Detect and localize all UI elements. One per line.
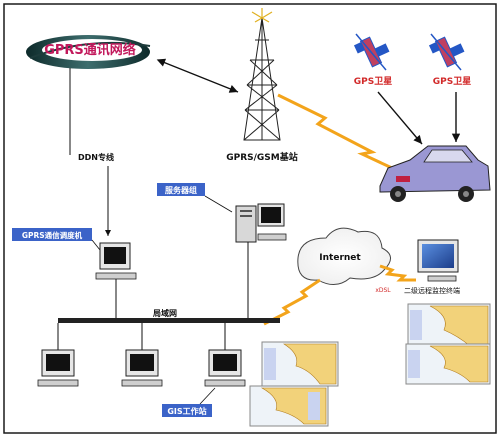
xdsl-label: xDSL <box>375 287 391 294</box>
remote-terminal-label: 二级远程监控终端 <box>404 286 460 295</box>
gprs-network-label: GPRS通讯网络 <box>44 42 136 58</box>
gis-workstation-2-icon <box>121 349 163 387</box>
gis-label-box <box>162 404 212 417</box>
gis-map-thumbnail-2 <box>249 385 329 427</box>
internet-remote-link <box>379 264 416 282</box>
gps-satellite-2-label: GPS卫星 <box>433 76 471 87</box>
remote-map-thumbnail-2 <box>405 343 491 385</box>
gprs-tower-link <box>156 58 239 93</box>
server-icon <box>235 203 287 243</box>
dispatch-label-leader <box>91 239 101 251</box>
gis-workstation-3-icon <box>204 349 246 387</box>
dispatch-label: GPRS通信调度机 <box>22 230 83 240</box>
gps-satellite-1-label: GPS卫星 <box>354 76 392 87</box>
remote-map-thumbnail-1 <box>407 303 491 349</box>
base-station-tower-icon <box>243 17 281 141</box>
vehicle-icon <box>379 145 491 202</box>
gis-map-thumbnail-1 <box>261 341 339 387</box>
internet-lan-link <box>263 278 321 326</box>
internet-label: Internet <box>319 253 361 263</box>
internet-cloud-icon <box>297 227 391 285</box>
server-label-box <box>157 183 205 196</box>
remote-terminal-icon <box>417 239 459 282</box>
wireless-link-tower-car <box>277 93 393 170</box>
tower-signal-icon <box>251 8 273 23</box>
gps-satellite-2-icon <box>428 33 465 71</box>
gps-satellite-1-icon <box>353 33 390 71</box>
server-label: 服务器组 <box>165 185 197 195</box>
server-label-leader <box>204 195 233 213</box>
gis-label-leader <box>199 387 216 405</box>
gps-1-signal <box>377 91 423 145</box>
gis-workstation-1-icon <box>37 349 79 387</box>
ddn-line-label: DDN专线 <box>78 152 114 162</box>
lan-bus <box>58 318 280 323</box>
lan-label: 局域网 <box>152 308 177 318</box>
outer-frame <box>3 3 497 434</box>
gprs-network-icon <box>26 35 151 69</box>
gis-workstation-label: GIS工作站 <box>167 406 206 416</box>
dispatch-computer-icon <box>95 242 137 280</box>
base-station-label: GPRS/GSM基站 <box>226 151 298 163</box>
dispatch-label-box <box>12 228 92 241</box>
